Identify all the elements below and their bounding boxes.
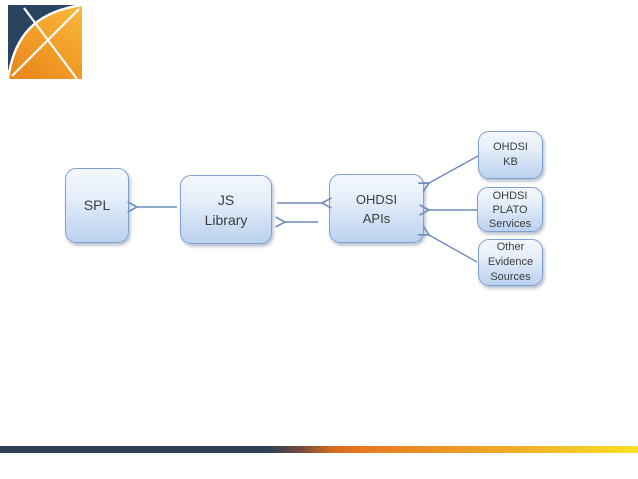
node-spl: SPL bbox=[65, 168, 129, 243]
logo-diagonal-line-nw-se bbox=[23, 7, 78, 80]
arrow-other-evidence-to-ohdsi-apis bbox=[418, 225, 478, 263]
node-spl-label: SPL bbox=[83, 197, 111, 213]
node-other-evidence-sources: Other Evidence Sources bbox=[478, 239, 543, 286]
footer-gradient-bar bbox=[0, 446, 638, 453]
node-other-evidence-sources-label: Other Evidence Sources bbox=[487, 241, 534, 283]
logo-arc-line bbox=[6, 3, 83, 80]
arrow-ohdsi-kb-to-ohdsi-apis bbox=[418, 155, 479, 193]
navy-orange-arc-logo-icon bbox=[6, 3, 83, 80]
node-ohdsi-plato-services: OHDSI PLATO Services bbox=[477, 187, 543, 232]
node-ohdsi-kb: OHDSI KB bbox=[478, 131, 543, 179]
node-ohdsi-kb-label: OHDSI KB bbox=[493, 141, 528, 168]
node-ohdsi-apis-label: OHDSI APIs bbox=[355, 191, 398, 226]
node-js-library: JS Library bbox=[180, 175, 272, 244]
node-ohdsi-apis: OHDSI APIs bbox=[329, 174, 424, 243]
logo-graphic bbox=[6, 3, 83, 80]
logo-diagonal-line-sw-ne bbox=[11, 8, 80, 77]
node-js-library-label: JS Library bbox=[204, 191, 248, 228]
node-ohdsi-plato-services-label: OHDSI PLATO Services bbox=[488, 189, 532, 230]
